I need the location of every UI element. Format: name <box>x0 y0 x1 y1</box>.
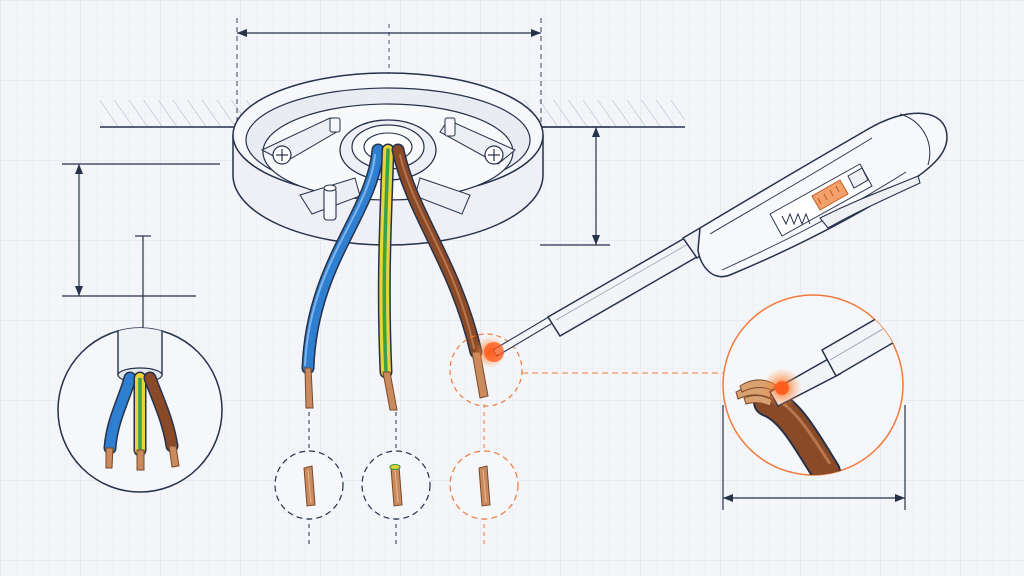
zoom-width-dimension <box>722 405 906 510</box>
neutral-wire-blue <box>301 143 385 375</box>
live-conductor-detail <box>449 450 519 520</box>
earth-wire-green-yellow <box>377 143 395 379</box>
drop-height-dimension <box>62 163 220 330</box>
tester-contact-zoom-detail <box>722 294 904 476</box>
three-core-cable-icon <box>103 328 180 471</box>
fixture-wires <box>301 143 489 411</box>
mounting-screw-right-icon <box>484 145 504 165</box>
neon-lamp-icon <box>811 179 849 211</box>
fixture-depth-dimension <box>540 126 610 246</box>
live-wire-brown <box>391 143 483 359</box>
earth-conductor-detail <box>361 450 431 520</box>
voltage-tester-screwdriver-icon <box>492 112 948 357</box>
contact-spark <box>484 342 504 362</box>
tester-spring-icon <box>781 212 811 226</box>
neutral-conductor-detail <box>274 450 344 520</box>
cable-cross-section-detail <box>57 327 223 493</box>
mounting-screw-left-icon <box>272 145 292 165</box>
